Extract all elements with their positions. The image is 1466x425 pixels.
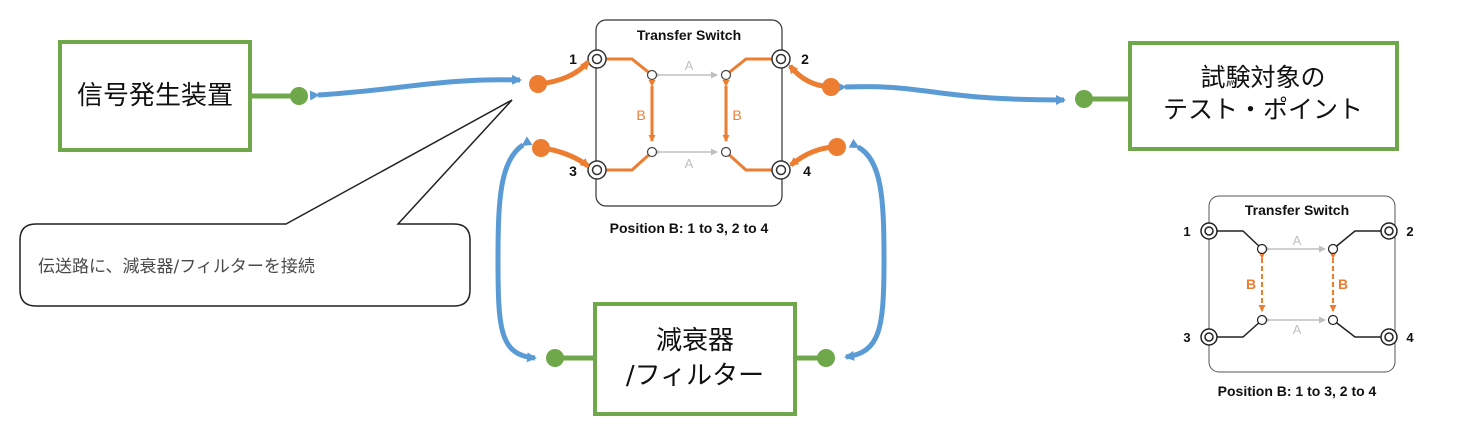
cable-port4-to-attenuator: [844, 138, 887, 361]
switch-legend-caption: Position B: 1 to 3, 2 to 4: [1218, 383, 1377, 399]
switch-legend-port-1-label: 1: [1183, 224, 1190, 239]
attenuator-filter-block: 減衰器 /フィルター: [593, 302, 797, 416]
switch-legend-port-4-label: 4: [1406, 330, 1414, 345]
switch-main-port-3: [587, 160, 607, 180]
switch-legend-port-2-label: 2: [1406, 224, 1413, 239]
transfer-switch-main: Transfer Switch A A B B: [569, 19, 811, 236]
plug-port4: [789, 138, 846, 167]
switch-main-route-port3: [600, 150, 654, 172]
switch-main-port-4-label: 4: [803, 163, 811, 179]
plug-port3: [532, 139, 590, 168]
switch-main-route-port4: [724, 150, 778, 172]
dut-test-point-block: 試験対象の テスト・ポイント: [1128, 41, 1399, 151]
cable-port2-to-dut: [836, 82, 1066, 105]
plug-port2: [788, 64, 840, 96]
attenuator-label-line1: 減衰器: [656, 326, 734, 356]
switch-main-port-1-label: 1: [569, 51, 577, 67]
plug-port1: [529, 60, 590, 93]
switch-main-route-port2: [725, 57, 778, 77]
attenuator-right-connector: [795, 349, 835, 367]
signal-generator-block: 信号発生装置: [58, 40, 252, 152]
attenuator-label-line2: /フィルター: [626, 361, 764, 391]
switch-legend-label-b-right: B: [1338, 276, 1348, 292]
dut-label-line1: 試験対象の: [1200, 63, 1325, 92]
switch-main-port-1: [587, 49, 607, 69]
switch-main-label-b-right: B: [732, 107, 741, 123]
switch-legend-port-2: [1380, 222, 1398, 240]
cable-port3-to-attenuator: [495, 136, 537, 363]
switch-main-port-3-label: 3: [569, 163, 577, 179]
switch-legend-port-1: [1200, 222, 1218, 240]
dut-connector: [1075, 90, 1130, 108]
switch-legend-label-a-bottom: A: [1293, 322, 1302, 337]
switch-legend-port-3: [1200, 328, 1218, 346]
cable-generator-to-port1: [309, 74, 522, 101]
attenuator-left-connector: [546, 349, 595, 367]
switch-legend-port-3-label: 3: [1183, 330, 1190, 345]
switch-main-port-4: [771, 160, 791, 180]
dut-label-line2: テスト・ポイント: [1163, 95, 1363, 124]
switch-legend-label-b-left: B: [1246, 276, 1256, 292]
switch-main-caption: Position B: 1 to 3, 2 to 4: [610, 220, 769, 236]
switch-main-route-port1: [600, 57, 653, 77]
switch-legend-port-4: [1380, 328, 1398, 346]
switch-legend-title: Transfer Switch: [1245, 202, 1349, 218]
callout-bubble: 伝送路に、減衰器/フィルターを接続: [19, 99, 513, 307]
callout-text: 伝送路に、減衰器/フィルターを接続: [38, 257, 315, 277]
transfer-switch-legend: Transfer Switch A A B B: [1183, 195, 1414, 399]
signal-generator-connector: [250, 87, 308, 105]
switch-main-port-2: [771, 49, 791, 69]
switch-main-label-a-top: A: [685, 58, 694, 73]
switch-main-port-2-label: 2: [801, 51, 809, 67]
switch-legend-label-a-top: A: [1293, 233, 1302, 248]
switch-main-title: Transfer Switch: [637, 27, 741, 43]
switch-main-label-a-bottom: A: [685, 156, 694, 171]
signal-generator-label: 信号発生装置: [77, 81, 233, 111]
switch-main-label-b-left: B: [636, 107, 645, 123]
